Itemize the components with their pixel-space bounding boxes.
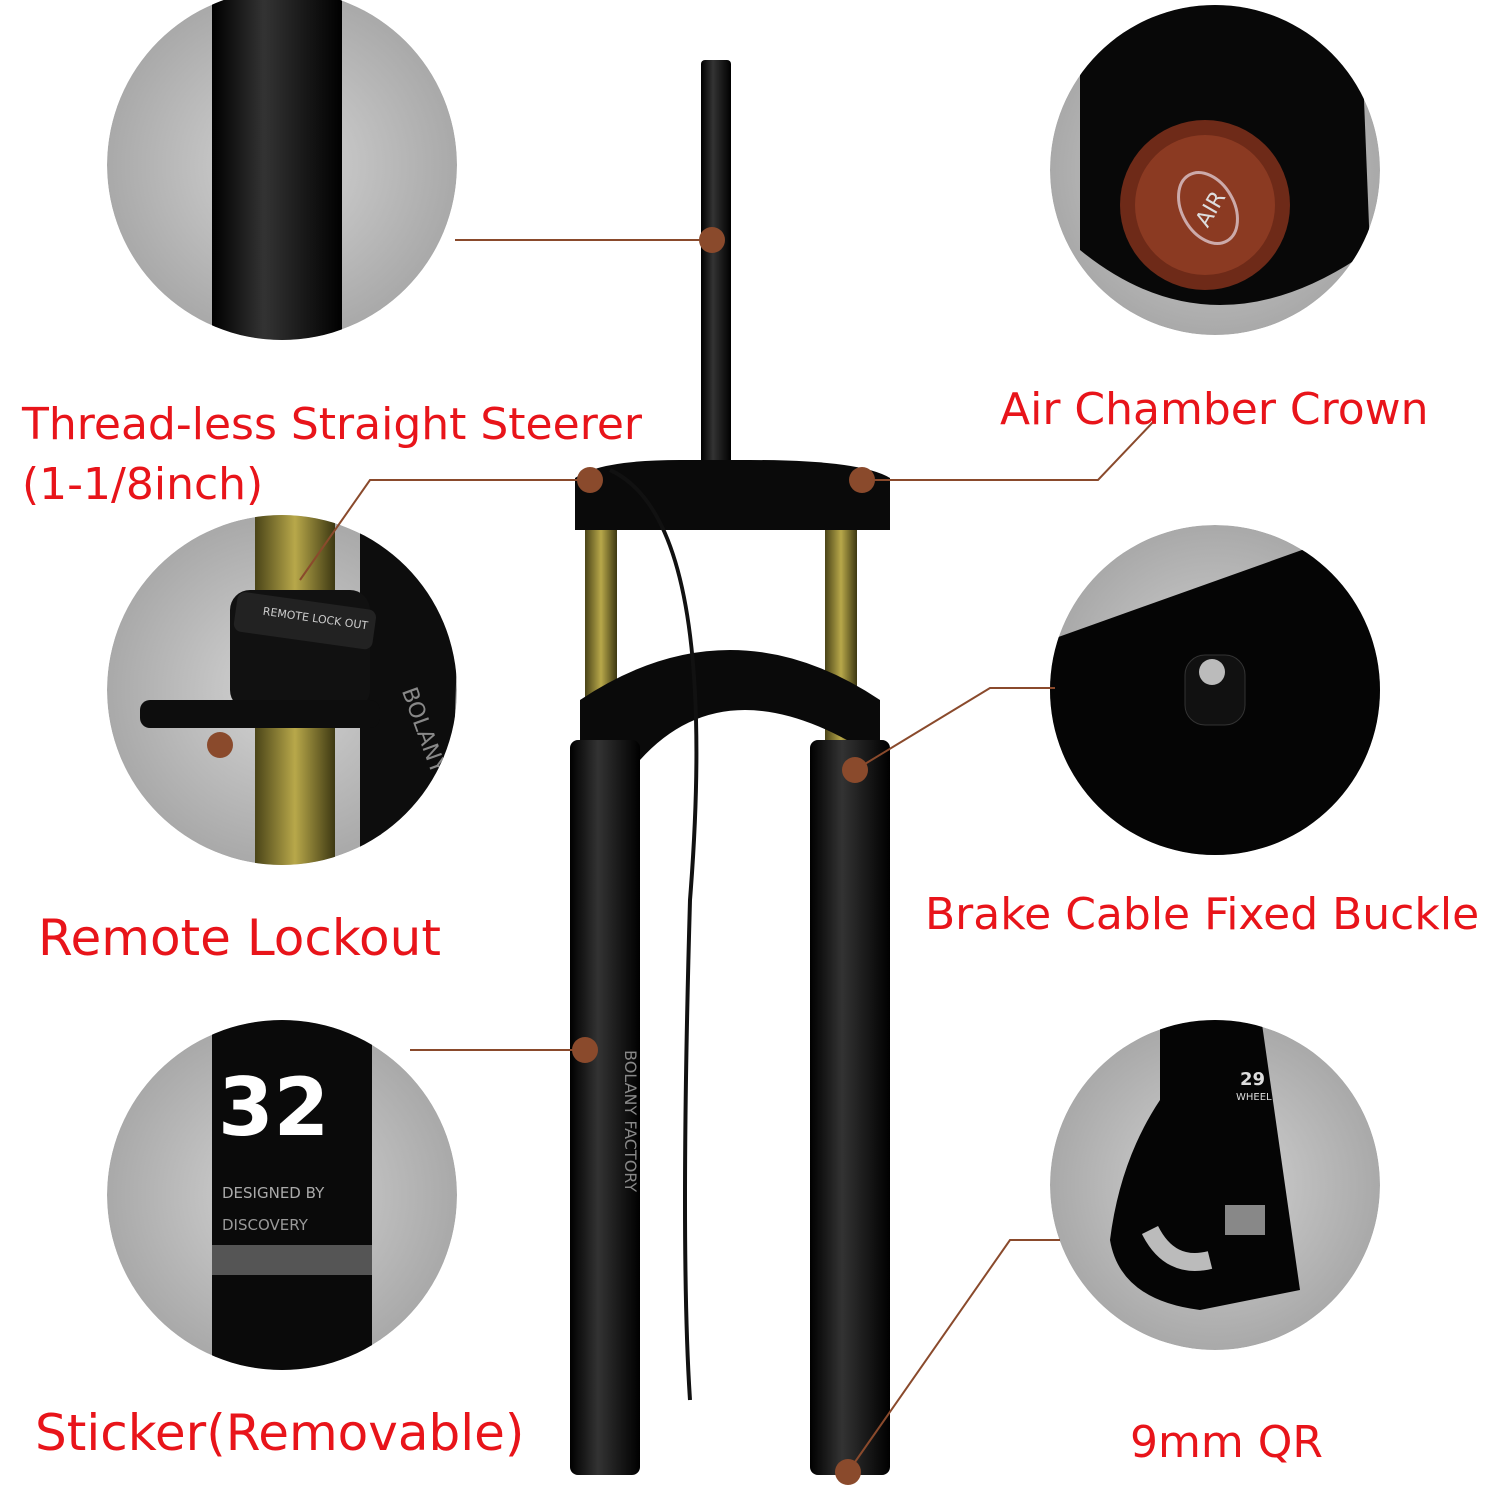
connector-dots [572, 227, 875, 1485]
remote-lockout-detail-circle: REMOTE LOCK OUT BOLANY [107, 515, 457, 865]
steerer-tube [701, 60, 731, 470]
steerer-size-label: (1-1/8inch) [22, 459, 264, 510]
dropout-detail-circle: 29 WHEEL [1050, 1020, 1380, 1350]
crown [575, 460, 890, 530]
suspension-fork: BOLANY FACTORY [570, 60, 890, 1475]
right-lower [810, 740, 890, 1475]
steerer-detail-circle [107, 0, 457, 340]
qr-label: 9mm QR [1130, 1417, 1323, 1468]
air-chamber-detail-circle: AIR [1050, 5, 1380, 335]
wheel-size-text: 29 [1240, 1069, 1265, 1090]
brake-buckle-detail-circle [1050, 525, 1380, 855]
steerer-label: Thread-less Straight Steerer [22, 399, 642, 450]
left-lower [570, 740, 640, 1475]
arch [580, 650, 880, 760]
sticker-number: 32 [218, 1061, 329, 1154]
wheel-text: WHEEL [1236, 1092, 1272, 1103]
air-chamber-label: Air Chamber Crown [1000, 384, 1429, 435]
discovery-text: DISCOVERY [222, 1216, 309, 1234]
connector-lines [299, 239, 1156, 1473]
brand-vertical-text: BOLANY FACTORY [621, 1050, 640, 1192]
brake-cable-label: Brake Cable Fixed Buckle [925, 889, 1480, 940]
designed-by-text: DESIGNED BY [222, 1184, 325, 1202]
remote-lockout-label: Remote Lockout [38, 909, 441, 967]
sticker-detail-circle: 32 DESIGNED BY DISCOVERY [107, 1020, 457, 1370]
sticker-label: Sticker(Removable) [35, 1404, 525, 1462]
remote-cable [609, 468, 699, 1401]
